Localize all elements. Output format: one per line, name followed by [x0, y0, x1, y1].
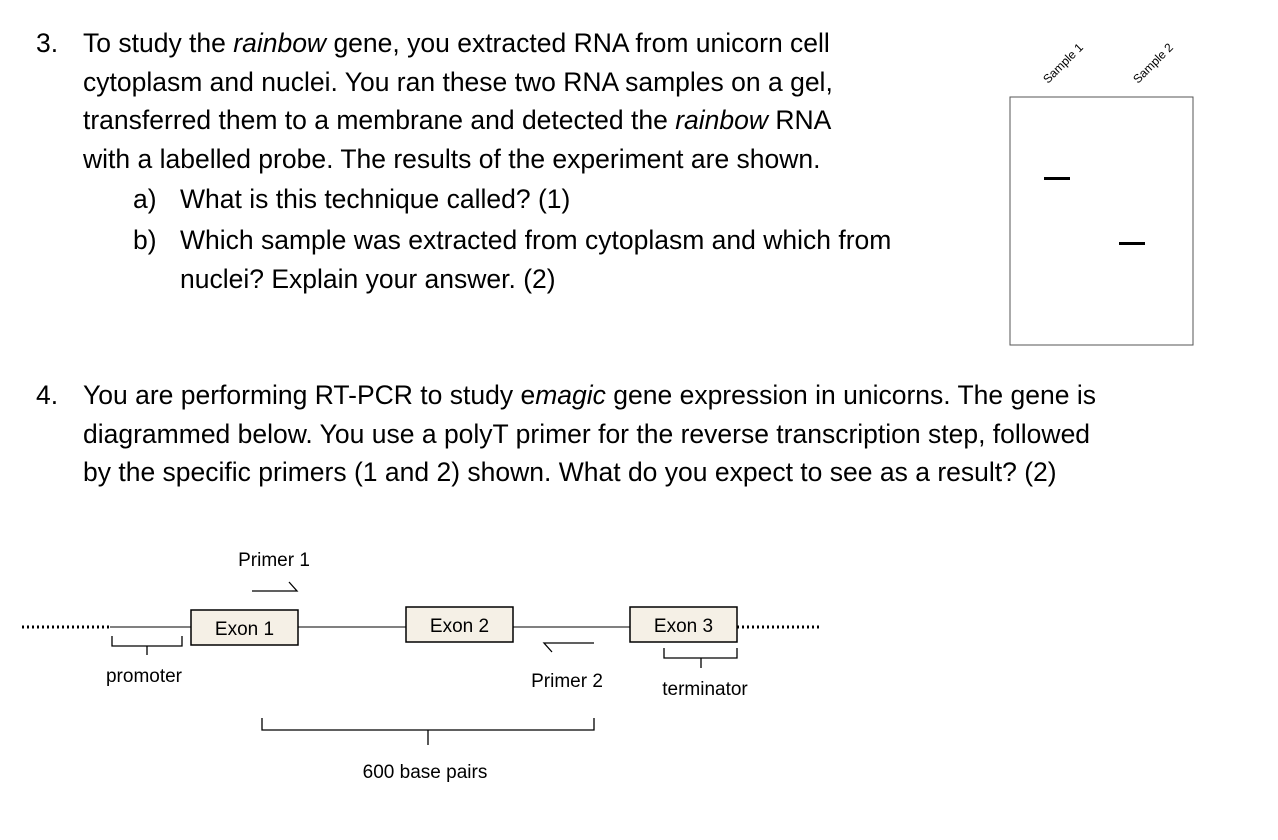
question-3a: a) What is this technique called? (1) [133, 180, 983, 220]
question-4-line-1: You are performing RT-PCR to study emagi… [83, 380, 1096, 410]
question-4-text: You are performing RT-PCR to study emagi… [83, 376, 1096, 492]
exon-1-label: Exon 1 [215, 619, 274, 640]
question-3b-label: b) [133, 225, 157, 255]
exon-2: Exon 2 [405, 606, 514, 643]
length-bracket [261, 718, 595, 745]
promoter-bracket [111, 636, 183, 655]
lane-1-label: Sample 1 [1040, 40, 1086, 86]
question-3-number: 3. [36, 28, 59, 58]
lane-1-band [1044, 177, 1070, 180]
primer-1-label: Primer 1 [238, 550, 310, 571]
promoter-label: promoter [106, 666, 183, 687]
blot-figure: Sample 1 Sample 2 [1009, 40, 1194, 346]
question-3b-line-2: nuclei? Explain your answer. (2) [180, 263, 556, 294]
question-3-line-4: with a labelled probe. The results of th… [83, 143, 821, 174]
exon-3: Exon 3 [629, 606, 738, 643]
question-4: 4. You are performing RT-PCR to study em… [36, 376, 1266, 496]
terminator-label: terminator [662, 679, 748, 700]
gene-diagram: Exon 1 Exon 2 Exon 3 Primer 1 Primer 2 p… [22, 550, 822, 783]
exon-3-label: Exon 3 [654, 616, 713, 637]
exon-1: Exon 1 [190, 609, 299, 646]
question-3a-label: a) [133, 184, 157, 214]
question-4-line-3: by the specific primers (1 and 2) shown.… [83, 457, 1057, 487]
exon-2-label: Exon 2 [430, 616, 489, 637]
question-3b-line-1: Which sample was extracted from cytoplas… [180, 225, 892, 255]
question-3-line-1: To study the rainbow gene, you extracted… [83, 28, 830, 58]
primer-2-arrow [542, 642, 594, 653]
primer-2-label: Primer 2 [531, 671, 603, 692]
primer-1-arrow [252, 581, 299, 592]
question-4-line-2: diagrammed below. You use a polyT primer… [83, 418, 1091, 449]
question-3: 3. To study the rainbow gene, you extrac… [36, 24, 986, 184]
question-3a-text: What is this technique called? (1) [180, 184, 571, 214]
question-3-line-2: cytoplasm and nuclei. You ran these two … [83, 66, 833, 97]
question-4-number: 4. [36, 380, 59, 410]
lane-2-band [1119, 242, 1145, 245]
question-3-text: To study the rainbow gene, you extracted… [83, 24, 833, 178]
blot-membrane [1009, 96, 1194, 346]
terminator-bracket [663, 648, 738, 668]
length-label: 600 base pairs [363, 762, 488, 783]
lane-2-label: Sample 2 [1130, 40, 1176, 86]
question-3b: b) Which sample was extracted from cytop… [133, 221, 983, 301]
question-3-line-3: transferred them to a membrane and detec… [83, 105, 832, 135]
